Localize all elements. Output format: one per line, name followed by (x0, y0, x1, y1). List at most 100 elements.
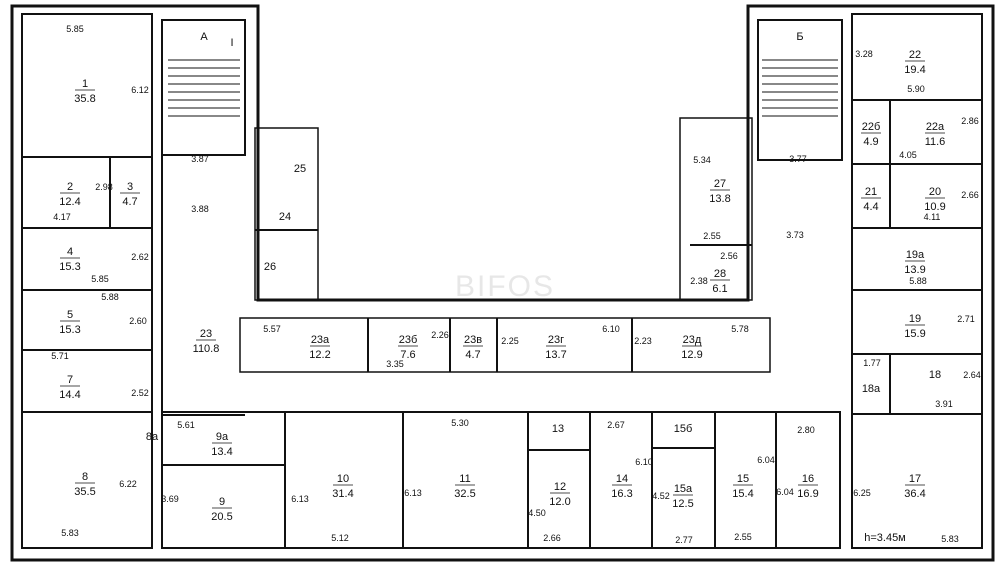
room-area: 13.7 (545, 349, 566, 361)
room-number: 22а (926, 121, 945, 133)
dimension-label: 4.50 (528, 508, 546, 518)
dimension-label: 5.34 (693, 155, 711, 165)
room-number: 7 (67, 374, 73, 386)
dimension-label: 6.04 (757, 455, 775, 465)
dimension-label: 6.13 (291, 494, 309, 504)
dimension-label: 2.62 (131, 252, 149, 262)
dimension-label: 2.66 (543, 533, 561, 543)
room-number: 19 (909, 313, 921, 325)
dimension-label: 2.52 (131, 388, 149, 398)
room-area: 12.0 (549, 496, 570, 508)
dimension-label: 2.67 (607, 420, 625, 430)
room-area: 12.4 (59, 196, 80, 208)
dimension-label: 5.71 (51, 351, 69, 361)
dimension-label: 2.80 (797, 425, 815, 435)
dimension-label: 2.56 (720, 251, 738, 261)
dimension-label: 5.83 (941, 534, 959, 544)
room-area: 15.3 (59, 324, 80, 336)
dimension-label: 2.86 (961, 116, 979, 126)
room-number: 13 (552, 423, 564, 435)
room-area: 4.7 (465, 349, 480, 361)
room-number: 9а (216, 431, 229, 443)
room-area: 19.4 (904, 64, 925, 76)
room-area: 16.3 (611, 488, 632, 500)
dimension-label: 3.35 (386, 359, 404, 369)
dimension-label: 3.28 (855, 49, 873, 59)
room-number: 11 (459, 473, 470, 485)
room-number: 26 (264, 261, 276, 273)
room-number: 23д (683, 334, 702, 346)
stair-label-a: А (200, 31, 208, 43)
dimension-label: 1.77 (863, 358, 881, 368)
room-number: 23г (548, 334, 564, 346)
room-number: 5 (67, 309, 73, 321)
dimension-label: 6.22 (119, 479, 137, 489)
room-number: 17 (909, 473, 921, 485)
dimension-label: 3.69 (161, 494, 179, 504)
room-area: 11.6 (925, 136, 946, 148)
dimension-label: 3.77 (789, 154, 807, 164)
dimension-label: 5.57 (263, 324, 281, 334)
room-number: 4 (67, 246, 73, 258)
room-number: 23а (311, 334, 330, 346)
dimension-label: 5.88 (101, 292, 119, 302)
dimension-label: 6.12 (131, 85, 149, 95)
dimension-label: 2.98 (95, 182, 113, 192)
stair-mark-a: I (230, 37, 233, 49)
dimension-label: 5.83 (61, 528, 79, 538)
dimension-label: 2.66 (961, 190, 979, 200)
dimension-label: 4.52 (652, 491, 670, 501)
room-number: 22б (862, 121, 881, 133)
room-area: 13.9 (904, 264, 925, 276)
room-number: 18а (862, 383, 881, 395)
room-area: 12.5 (672, 498, 693, 510)
room-number: 8а (146, 431, 159, 443)
ceiling-height-note: h=3.45м (864, 532, 906, 544)
dimension-label: 5.85 (66, 24, 84, 34)
dimension-label: 3.91 (935, 399, 953, 409)
room-area: 7.6 (400, 349, 415, 361)
room-area: 4.4 (863, 201, 878, 213)
room-area: 31.4 (332, 488, 353, 500)
room-number: 23б (399, 334, 418, 346)
room-area: 10.9 (924, 201, 945, 213)
room-number: 9 (219, 496, 225, 508)
room-number: 21 (865, 186, 877, 198)
dimension-label: 6.13 (404, 488, 422, 498)
dimension-label: 5.30 (451, 418, 469, 428)
dimension-label: 6.10 (635, 457, 653, 467)
dimension-label: 2.26 (431, 330, 449, 340)
dimension-label: 2.77 (675, 535, 693, 545)
dimension-label: 5.61 (177, 420, 195, 430)
room-area: 32.5 (454, 488, 475, 500)
dimension-label: 4.17 (53, 212, 71, 222)
room-number: 27 (714, 178, 726, 190)
dimension-label: 3.73 (786, 230, 804, 240)
dimension-label: 3.87 (191, 154, 209, 164)
room-number: 15 (737, 473, 749, 485)
room-area: 13.8 (709, 193, 730, 205)
dimension-label: 6.04 (776, 487, 794, 497)
room-area: 15.9 (904, 328, 925, 340)
room-number: 16 (802, 473, 814, 485)
room-area: 20.5 (211, 511, 232, 523)
dimension-label: 5.90 (907, 84, 925, 94)
dimension-label: 3.88 (191, 204, 209, 214)
dimension-label: 2.60 (129, 316, 147, 326)
room-number: 14 (616, 473, 628, 485)
room-number: 10 (337, 473, 349, 485)
room-number: 24 (279, 211, 291, 223)
dimension-label: 4.05 (899, 150, 917, 160)
dimension-label: 2.25 (501, 336, 519, 346)
dimension-label: 2.38 (690, 276, 708, 286)
dimension-label: 2.55 (734, 532, 752, 542)
room-area: 12.9 (681, 349, 702, 361)
room-area: 14.4 (59, 389, 80, 401)
room-number: 23в (464, 334, 482, 346)
room-number: 2 (67, 181, 73, 193)
room-area: 12.2 (309, 349, 330, 361)
room-area: 15.4 (732, 488, 753, 500)
room-area: 35.8 (74, 93, 95, 105)
dimension-label: 2.23 (634, 336, 652, 346)
